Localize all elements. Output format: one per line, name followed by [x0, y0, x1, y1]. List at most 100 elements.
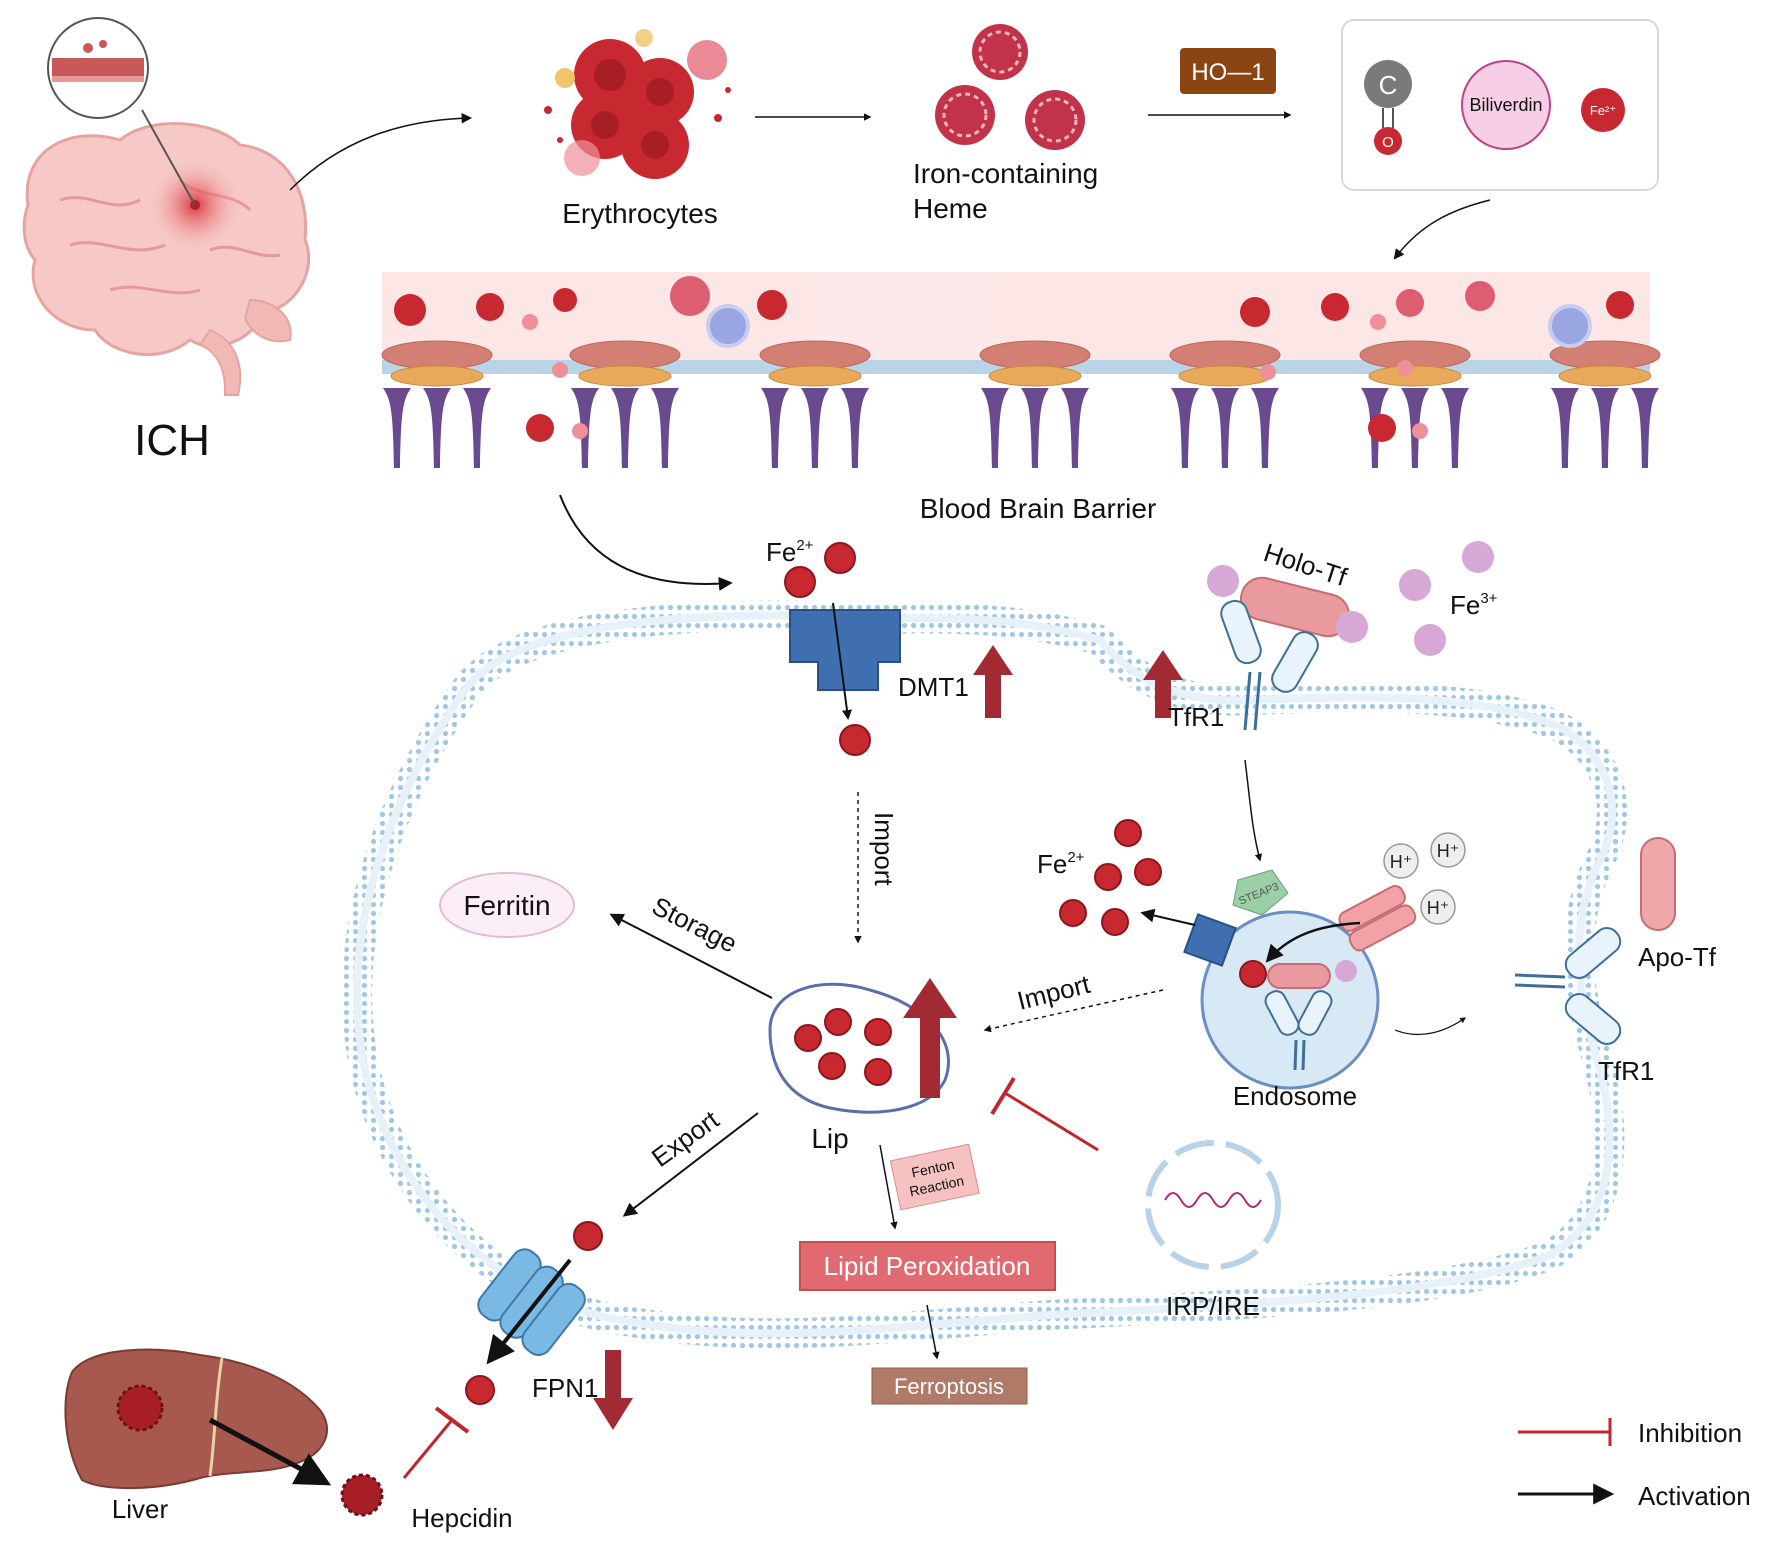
tfr1-endosome — [1264, 990, 1333, 1071]
ho1-label: HO—1 — [1191, 59, 1264, 86]
brain-illustration — [22, 17, 311, 396]
fe-ion — [1094, 863, 1122, 891]
fe-ion — [1114, 819, 1142, 847]
inhibition-hepcidin-to-fpn1 — [402, 1419, 454, 1479]
oxygen-label: O — [1382, 134, 1394, 151]
fe2-product-circle — [1581, 88, 1625, 132]
oxygen-atom — [1374, 127, 1402, 155]
fe3-ion — [1414, 624, 1446, 656]
legend-activation-label: Activation — [1638, 1481, 1751, 1511]
h-plus-label: H⁺ — [1390, 852, 1413, 872]
arrow-liver-to-hepcidin — [208, 1417, 332, 1486]
tfr1-receptor-top — [1220, 599, 1319, 731]
legend-inhibition-label: Inhibition — [1638, 1418, 1742, 1448]
ferritin-label: Ferritin — [463, 890, 550, 921]
liver-illustration — [64, 1348, 329, 1489]
arrow-fpn1-export — [486, 1258, 572, 1365]
fpn1-transporter — [477, 1248, 586, 1356]
arrow-export — [622, 1112, 759, 1217]
storage-label: Storage — [647, 891, 742, 959]
bbb-label: Blood Brain Barrier — [920, 493, 1157, 524]
dmt1-transporter — [789, 609, 901, 691]
ferritin-ellipse — [439, 872, 575, 938]
endosome — [1200, 910, 1380, 1090]
liver-label: Liver — [112, 1494, 169, 1524]
arrow-products-to-bbb — [1393, 199, 1491, 260]
fe-ion — [465, 1375, 495, 1405]
fenton-reaction-box: Fenton Reaction — [889, 1143, 980, 1211]
h-plus-label: H⁺ — [1437, 841, 1460, 861]
arrow-storage — [609, 913, 773, 999]
arrow-tfr1-to-endosome — [1244, 759, 1263, 862]
biliverdin-circle — [1461, 60, 1551, 150]
fe2-product-label: Fe²⁺ — [1590, 103, 1616, 118]
fe3-ion — [1399, 569, 1431, 601]
fpn1-label: FPN1 — [532, 1373, 598, 1403]
fe3-ion — [1462, 541, 1494, 573]
fe-ion — [1239, 960, 1267, 988]
inhibition-irp-to-lip — [1004, 1091, 1099, 1152]
lip-pool — [768, 982, 950, 1114]
import-vertical-label: Import — [869, 812, 899, 886]
tfr1-right-label: TfR1 — [1598, 1056, 1654, 1086]
arrow-bbb-to-cell — [559, 494, 733, 591]
h-plus-ion — [1383, 843, 1419, 879]
legend: Inhibition Activation — [1518, 1418, 1751, 1511]
arrow-dmt1-import — [832, 602, 852, 720]
fe3-ion — [1335, 960, 1357, 982]
carbon-label: C — [1379, 70, 1398, 100]
h-plus-ion — [1430, 832, 1466, 868]
carbon-atom — [1364, 60, 1412, 108]
lip-label: Lip — [811, 1123, 848, 1154]
fpn1-down-arrow — [593, 1350, 633, 1430]
dmt1-endosome-transporter — [1183, 913, 1237, 967]
arrow-import-endosome — [983, 989, 1164, 1033]
erythrocytes-label: Erythrocytes — [562, 198, 718, 229]
biliverdin-label: Biliverdin — [1469, 95, 1542, 115]
fe2-top-label: Fe2+ — [766, 537, 814, 567]
fe2-ion — [784, 566, 816, 598]
inhibition-bar — [990, 1076, 1016, 1116]
export-label: Export — [646, 1104, 725, 1173]
ho1-box — [1180, 48, 1276, 94]
fe-ion — [864, 1058, 892, 1086]
arrow-peroxidation-to-ferroptosis — [926, 1304, 940, 1360]
apo-tf-label: Apo-Tf — [1638, 942, 1717, 972]
hepcidin-label: Hepcidin — [411, 1503, 512, 1533]
fe3-label: Fe3+ — [1450, 590, 1498, 620]
lipid-peroxidation-box — [799, 1241, 1056, 1291]
dmt1-up-arrow — [973, 645, 1013, 718]
arrow-lip-to-peroxidation — [879, 1144, 898, 1230]
blood-brain-barrier-illustration — [381, 272, 1661, 468]
ich-label: ICH — [134, 416, 210, 465]
arrow-proton-to-fe — [1265, 921, 1361, 963]
dmt1-label: DMT1 — [898, 672, 969, 702]
arrow-ich-to-erythrocytes — [289, 112, 473, 191]
lipid-peroxidation-label: Lipid Peroxidation — [824, 1251, 1031, 1281]
fe2-endosome-label: Fe2+ — [1037, 849, 1085, 879]
tf-in-endosome — [1267, 963, 1331, 989]
irp-ire-nucleus — [1145, 1140, 1281, 1270]
fe-ion — [1134, 858, 1162, 886]
apo-tf-protein — [1640, 837, 1676, 931]
fe-ion — [1059, 899, 1087, 927]
hepcidin-molecule — [340, 1473, 384, 1517]
h-plus-ion — [1420, 889, 1456, 925]
tfr1-receptor-right — [1514, 927, 1622, 1045]
arrow-endosome-fe-release — [1140, 908, 1196, 926]
tfr1-up-arrow — [1143, 650, 1183, 718]
heme-label-line1: Iron-containing — [913, 158, 1098, 189]
fe-ion — [1101, 908, 1129, 936]
fe2-ion — [824, 542, 856, 574]
irp-ire-label: IRP/IRE — [1166, 1291, 1260, 1321]
erythrocytes-illustration — [544, 29, 731, 179]
endosome-label: Endosome — [1233, 1081, 1357, 1111]
tfr1-label: TfR1 — [1168, 702, 1224, 732]
heme-illustration — [935, 24, 1085, 150]
fe2-ion — [839, 724, 871, 756]
fe3-ion — [1336, 611, 1368, 643]
ferroptosis-label: Ferroptosis — [894, 1374, 1004, 1399]
ferroptosis-box — [871, 1367, 1028, 1405]
